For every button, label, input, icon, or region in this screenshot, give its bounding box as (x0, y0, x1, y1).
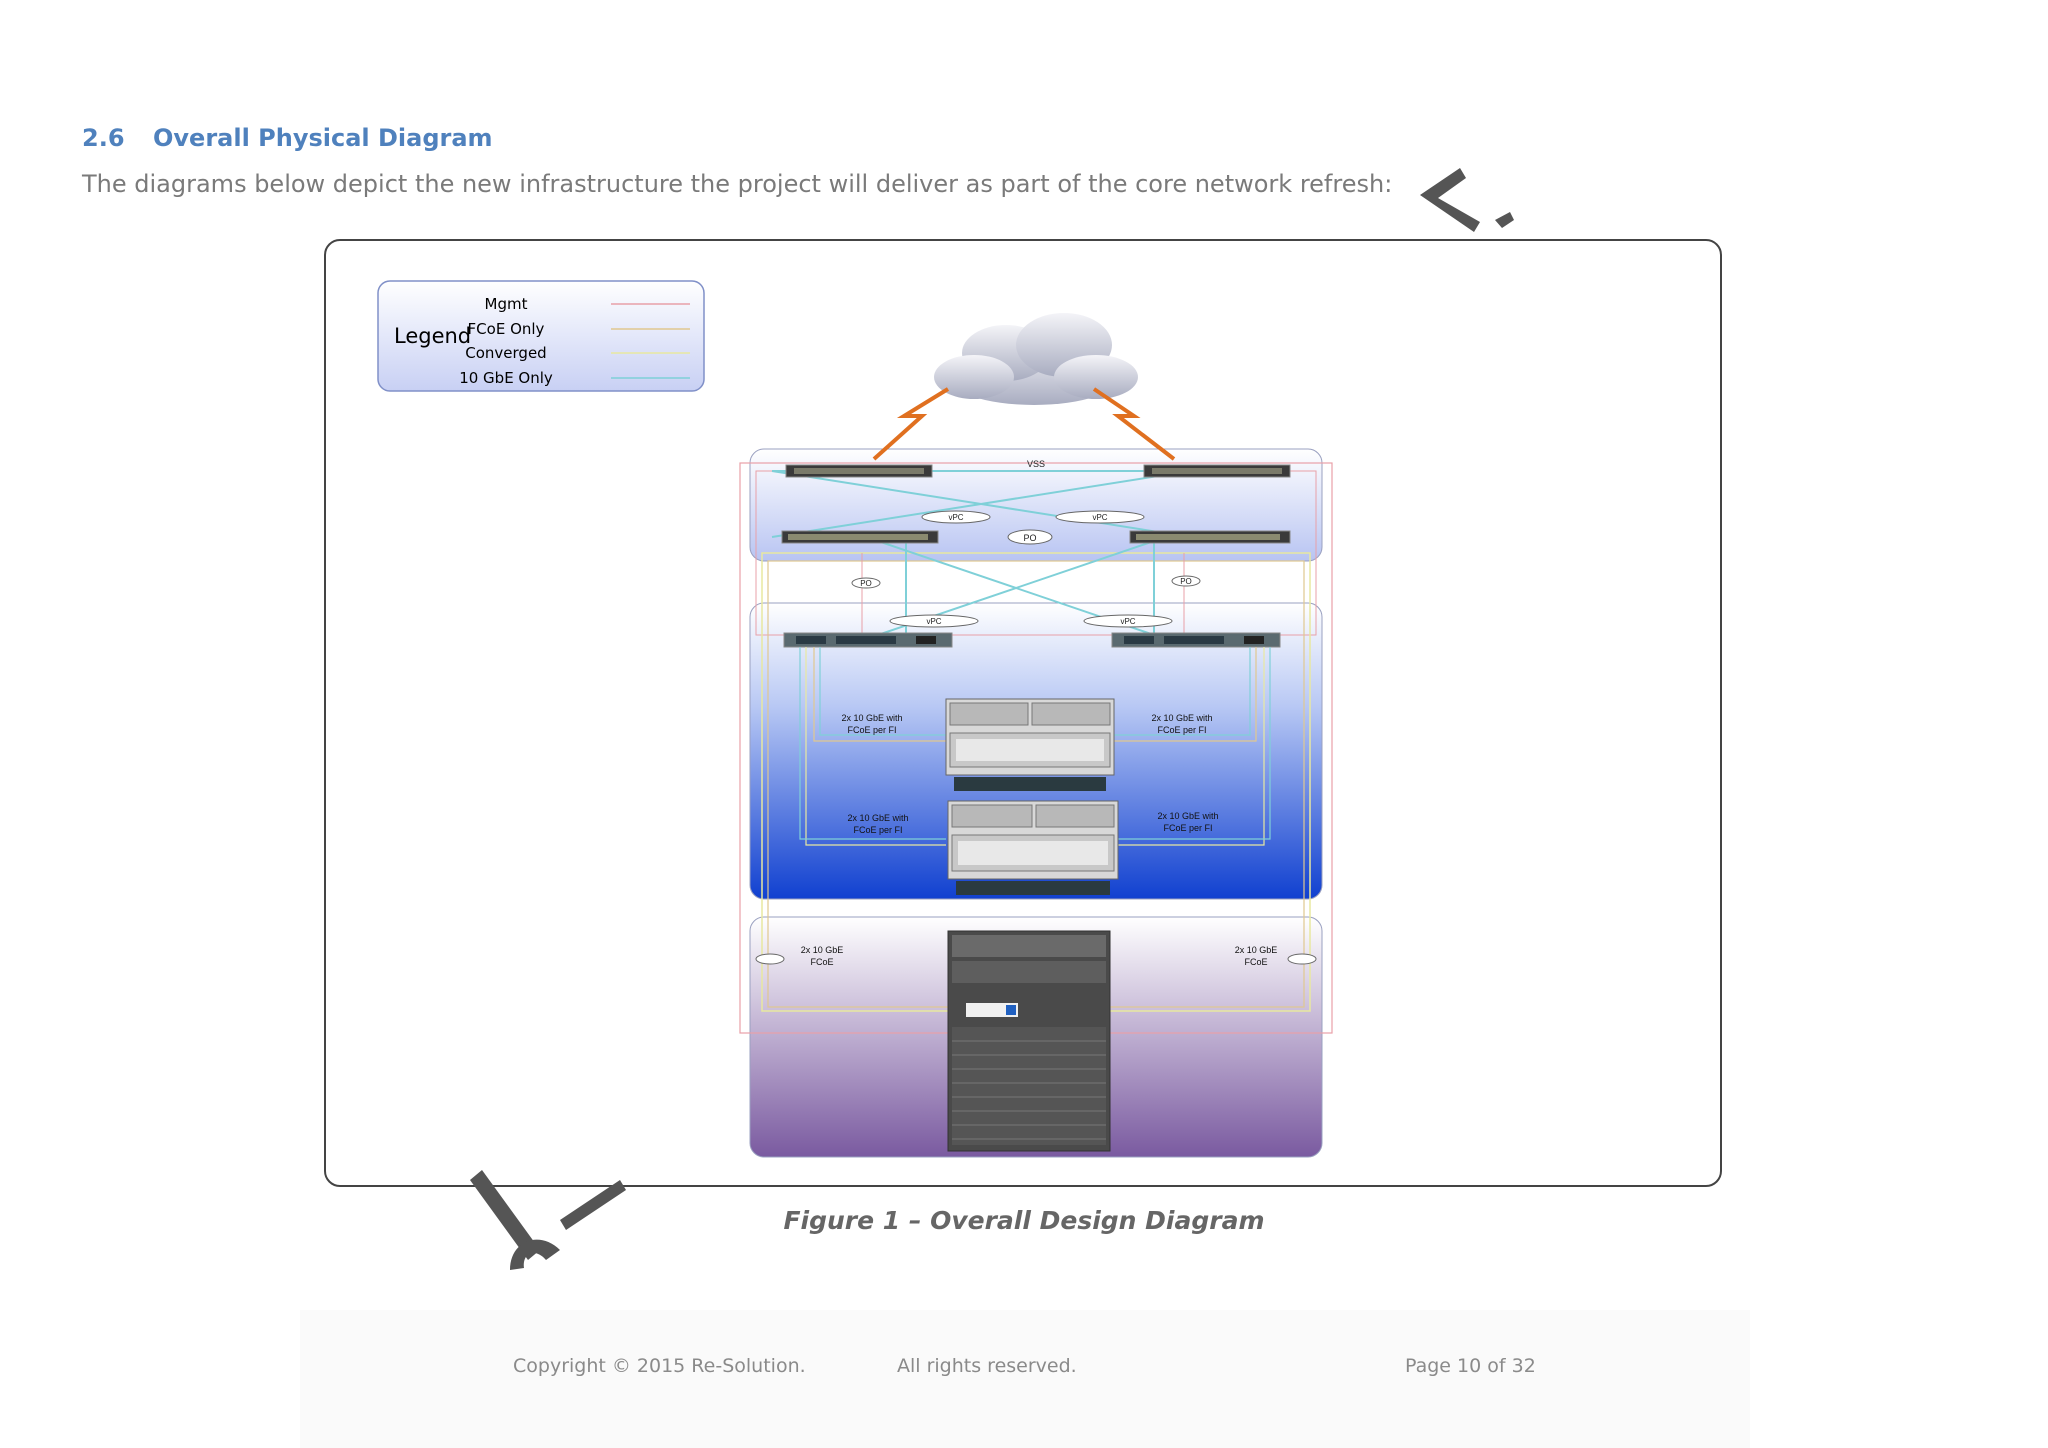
svg-text:vPC: vPC (1120, 617, 1135, 626)
figure-caption: Figure 1 – Overall Design Diagram (783, 1206, 1265, 1235)
vpc-oval-top-left: vPC (921, 510, 991, 524)
core-switch-top-left (785, 464, 933, 478)
nexus-switch-right (1129, 530, 1291, 544)
legend: Legend Mgmt FCoE Only Converged 10 GbE O… (377, 280, 705, 392)
footer-rights: All rights reserved. (897, 1355, 1077, 1377)
page-footer-area (300, 1310, 1750, 1448)
vpc-oval-mid-right: vPC (1083, 614, 1173, 628)
fi-link-label-4b: FCoE per FI (1163, 823, 1212, 833)
fi-link-label-1a: 2x 10 GbE with (841, 713, 902, 723)
blade-chassis-2 (947, 800, 1119, 895)
storage-oval-right (1287, 953, 1317, 965)
vpc-oval-top-right: vPC (1055, 510, 1145, 524)
svg-text:vPC: vPC (926, 617, 941, 626)
svg-text:vPC: vPC (948, 513, 963, 522)
vss-label: VSS (1027, 459, 1045, 469)
legend-label-fcoe: FCoE Only (468, 320, 545, 338)
fi-link-label-3b: FCoE per FI (853, 825, 902, 835)
cloud-icon (934, 313, 1138, 405)
svg-text:PO: PO (1180, 577, 1192, 586)
wan-uplink-left (872, 387, 950, 461)
storage-link-label-left-a: 2x 10 GbE (801, 945, 844, 955)
legend-title: Legend (394, 324, 471, 348)
fi-link-label-3a: 2x 10 GbE with (847, 813, 908, 823)
core-switch-top-right (1143, 464, 1291, 478)
legend-label-10gbe: 10 GbE Only (459, 369, 553, 387)
storage-oval-left (755, 953, 785, 965)
svg-text:PO: PO (860, 579, 872, 588)
section-number: 2.6 (82, 124, 125, 152)
vpc-oval-mid-left: vPC (889, 614, 979, 628)
fi-link-label-2b: FCoE per FI (1157, 725, 1206, 735)
fabric-interconnect-right (1111, 632, 1281, 648)
storage-array (947, 930, 1111, 1152)
fi-link-label-4a: 2x 10 GbE with (1157, 811, 1218, 821)
section-title: Overall Physical Diagram (153, 124, 493, 152)
fi-link-label-2a: 2x 10 GbE with (1151, 713, 1212, 723)
nexus-switch-left (781, 530, 939, 544)
legend-label-converged: Converged (465, 344, 546, 362)
storage-link-label-right-b: FCoE (1244, 957, 1267, 967)
storage-link-label-left-b: FCoE (810, 957, 833, 967)
intro-paragraph: The diagrams below depict the new infras… (82, 170, 1393, 198)
storage-link-label-right-a: 2x 10 GbE (1235, 945, 1278, 955)
footer-copyright: Copyright © 2015 Re-Solution. (513, 1355, 806, 1377)
fi-link-label-1b: FCoE per FI (847, 725, 896, 735)
network-diagram: Legend Mgmt FCoE Only Converged 10 GbE O… (377, 280, 1333, 1158)
po-oval-center: PO (1007, 529, 1053, 545)
watermark-stroke-top (1420, 168, 1514, 232)
po-oval-left: PO (851, 577, 881, 589)
legend-label-mgmt: Mgmt (485, 295, 528, 313)
wan-uplink-right (1092, 387, 1176, 461)
footer-page-number: Page 10 of 32 (1405, 1355, 1536, 1377)
blade-chassis-1 (945, 698, 1115, 791)
svg-text:PO: PO (1023, 533, 1036, 543)
fabric-interconnect-left (783, 632, 953, 648)
fi-chassis-links (799, 647, 1271, 846)
po-oval-right: PO (1171, 575, 1201, 587)
diagram-frame: Legend Mgmt FCoE Only Converged 10 GbE O… (324, 239, 1722, 1187)
svg-text:vPC: vPC (1092, 513, 1107, 522)
section-heading: 2.6 Overall Physical Diagram (82, 124, 493, 152)
